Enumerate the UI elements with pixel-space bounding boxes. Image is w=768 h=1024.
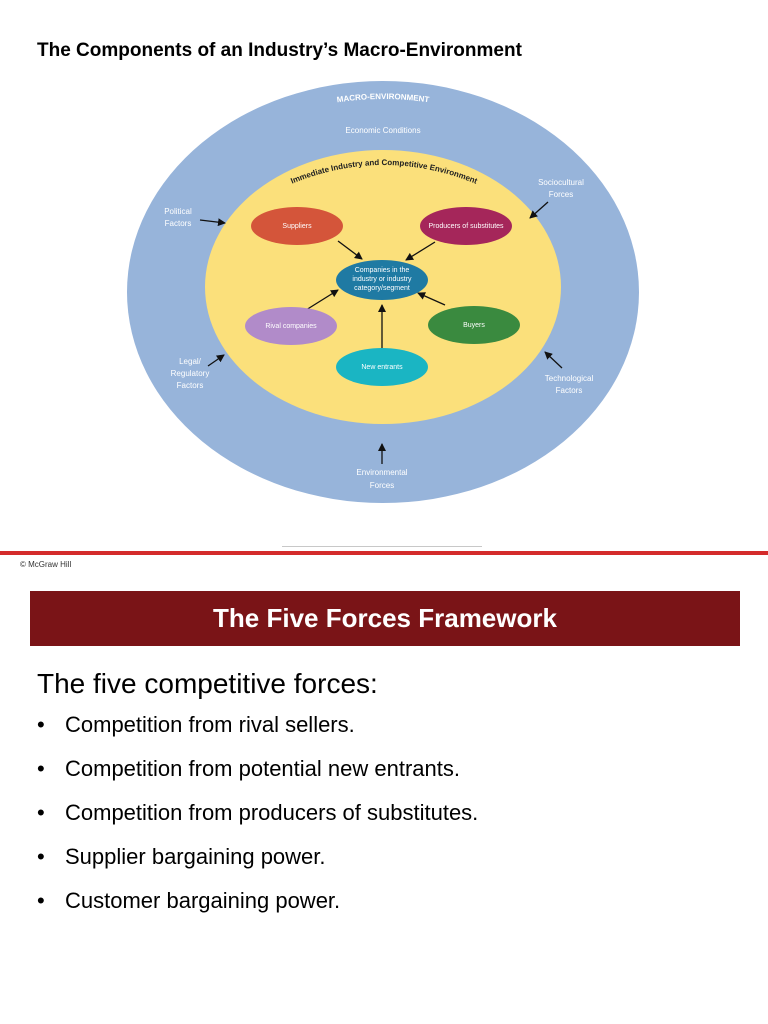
svg-text:Sociocultural: Sociocultural xyxy=(538,178,584,187)
list-item-text: Competition from rival sellers. xyxy=(65,712,355,737)
new-entrants-label: New entrants xyxy=(361,364,403,371)
list-item-text: Competition from potential new entrants. xyxy=(65,756,460,781)
svg-text:Regulatory: Regulatory xyxy=(171,369,210,378)
list-item: • Competition from producers of substitu… xyxy=(37,800,478,844)
buyers-node xyxy=(428,306,520,344)
list-item: • Supplier bargaining power. xyxy=(37,844,478,888)
center-label-line2: industry or industry xyxy=(352,276,412,283)
bullet-icon: • xyxy=(37,844,45,869)
intro-text: The five competitive forces: xyxy=(37,668,378,699)
list-item: • Customer bargaining power. xyxy=(37,888,478,932)
list-item-text: Customer bargaining power. xyxy=(65,888,341,913)
political-arrow xyxy=(199,218,226,227)
bullet-icon: • xyxy=(37,756,45,781)
technological-arrow xyxy=(544,351,563,369)
center-label-line3: category/segment xyxy=(354,285,410,292)
rivals-node xyxy=(245,307,337,345)
svg-text:Factors: Factors xyxy=(556,386,583,395)
buyers-arrow xyxy=(417,292,446,306)
sociocultural-forces-label: Sociocultural Forces xyxy=(538,178,584,199)
environmental-forces-label: Environmental Forces xyxy=(356,468,407,490)
forces-list: • Competition from rival sellers. • Comp… xyxy=(37,712,478,932)
slide-title: The Components of an Industry’s Macro-En… xyxy=(37,40,522,61)
center-label-line1: Companies in the xyxy=(355,267,410,274)
suppliers-arrow xyxy=(337,240,363,260)
political-factors-label: Political Factors xyxy=(164,207,192,228)
svg-text:Political: Political xyxy=(164,207,192,216)
substitutes-node xyxy=(420,207,512,245)
svg-text:Forces: Forces xyxy=(549,190,573,199)
legal-arrow xyxy=(207,354,225,367)
svg-text:Forces: Forces xyxy=(370,481,394,490)
center-node xyxy=(336,260,428,300)
legal-regulatory-factors-label: Legal/ Regulatory Factors xyxy=(171,357,210,390)
suppliers-node xyxy=(251,207,343,245)
copyright-text: © McGraw Hill xyxy=(20,560,72,569)
bullet-icon: • xyxy=(37,712,45,737)
technological-factors-label: Technological Factors xyxy=(545,374,594,395)
svg-text:Legal/: Legal/ xyxy=(179,357,202,366)
outer-label: MACRO-ENVIRONMENT xyxy=(336,92,430,104)
macro-environment-diagram: MACRO-ENVIRONMENT Immediate Industry and… xyxy=(127,81,639,503)
svg-text:Factors: Factors xyxy=(165,219,192,228)
rivals-label: Rival companies xyxy=(265,323,317,330)
substitutes-arrow xyxy=(405,241,436,261)
svg-text:Environmental: Environmental xyxy=(356,468,407,477)
rivals-arrow xyxy=(305,289,339,311)
svg-text:Factors: Factors xyxy=(177,381,204,390)
list-item: • Competition from potential new entrant… xyxy=(37,756,478,800)
suppliers-label: Suppliers xyxy=(282,223,312,230)
banner-title: The Five Forces Framework xyxy=(213,603,557,633)
new-entrants-node xyxy=(336,348,428,386)
list-item-text: Competition from producers of substitute… xyxy=(65,800,479,825)
svg-text:Technological: Technological xyxy=(545,374,594,383)
caption-rule xyxy=(282,546,482,547)
bullet-icon: • xyxy=(37,888,45,913)
substitutes-label: Producers of substitutes xyxy=(428,223,504,230)
economic-conditions-label: Economic Conditions xyxy=(345,126,420,135)
five-forces-banner: The Five Forces Framework xyxy=(30,591,740,646)
list-item-text: Supplier bargaining power. xyxy=(65,844,326,869)
list-item: • Competition from rival sellers. xyxy=(37,712,478,756)
buyers-label: Buyers xyxy=(463,322,485,329)
bullet-icon: • xyxy=(37,800,45,825)
slide-divider xyxy=(0,551,768,555)
sociocultural-arrow xyxy=(529,201,549,219)
